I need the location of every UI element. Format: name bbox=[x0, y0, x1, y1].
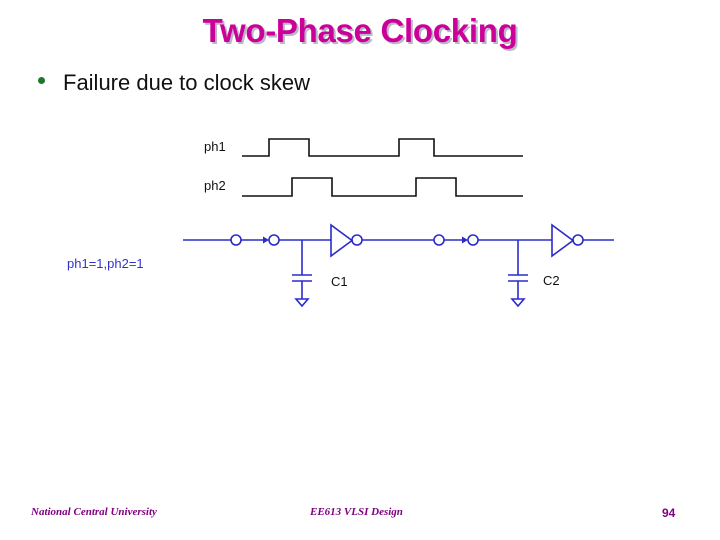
bullet-item: Failure due to clock skew bbox=[38, 70, 310, 96]
ph1-waveform bbox=[242, 138, 523, 157]
ground-icon bbox=[294, 298, 310, 308]
inverter-icon bbox=[551, 223, 575, 258]
arrow-icon bbox=[263, 236, 269, 244]
clock-state-label: ph1=1,ph2=1 bbox=[67, 256, 144, 271]
inverter-bubble-icon bbox=[351, 234, 363, 246]
c2-label: C2 bbox=[543, 273, 560, 288]
footer-course: EE613 VLSI Design bbox=[310, 506, 403, 518]
ph1-label: ph1 bbox=[204, 139, 226, 154]
bullet-dot-icon bbox=[38, 76, 45, 84]
c1-label: C1 bbox=[331, 274, 348, 289]
ph2-label: ph2 bbox=[204, 178, 226, 193]
page-number: 94 bbox=[662, 506, 676, 520]
switch-node-icon bbox=[268, 234, 280, 246]
bullet-text: Failure due to clock skew bbox=[63, 70, 310, 95]
ground-icon bbox=[510, 298, 526, 308]
latch-circuit bbox=[183, 223, 614, 308]
inverter-icon bbox=[330, 223, 354, 258]
footer-institution: National Central University bbox=[31, 506, 157, 518]
switch-node-icon bbox=[467, 234, 479, 246]
ph2-waveform bbox=[242, 177, 523, 197]
switch-node-icon bbox=[230, 234, 242, 246]
switch-node-icon bbox=[433, 234, 445, 246]
slide-title: Two-Phase Clocking bbox=[202, 12, 518, 49]
inverter-bubble-icon bbox=[572, 234, 584, 246]
arrow-icon bbox=[462, 236, 468, 244]
